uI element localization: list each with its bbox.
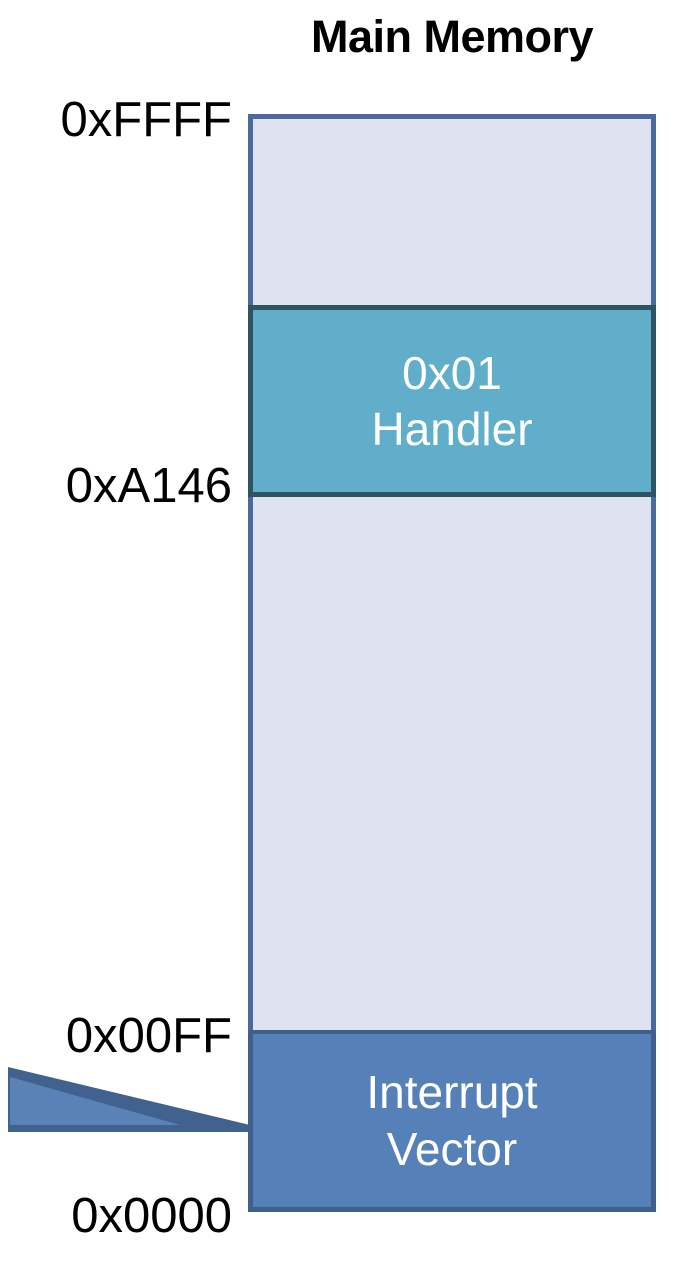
handler-label-line2: Handler — [371, 403, 533, 455]
address-label-bottom: 0x0000 — [71, 1189, 232, 1243]
main-memory-column — [248, 114, 656, 1212]
wedge-pointer-icon — [8, 1067, 253, 1132]
wedge-arrow-fill — [10, 1077, 180, 1125]
address-label-vector-top: 0x00FF — [65, 1009, 232, 1063]
memory-region-handler: 0x01 Handler — [248, 305, 656, 497]
address-label-handler-base: 0xA146 — [65, 459, 232, 513]
interrupt-vector-label-line2: Vector — [386, 1122, 518, 1175]
wedge-arrow-outline — [8, 1067, 253, 1132]
memory-region-interrupt-vector: Interrupt Vector — [248, 1030, 656, 1212]
interrupt-vector-label-line1: Interrupt — [366, 1066, 538, 1119]
page-title: Main Memory — [310, 11, 594, 62]
handler-label-line1: 0x01 — [402, 346, 502, 399]
address-label-top: 0xFFFF — [60, 93, 232, 147]
